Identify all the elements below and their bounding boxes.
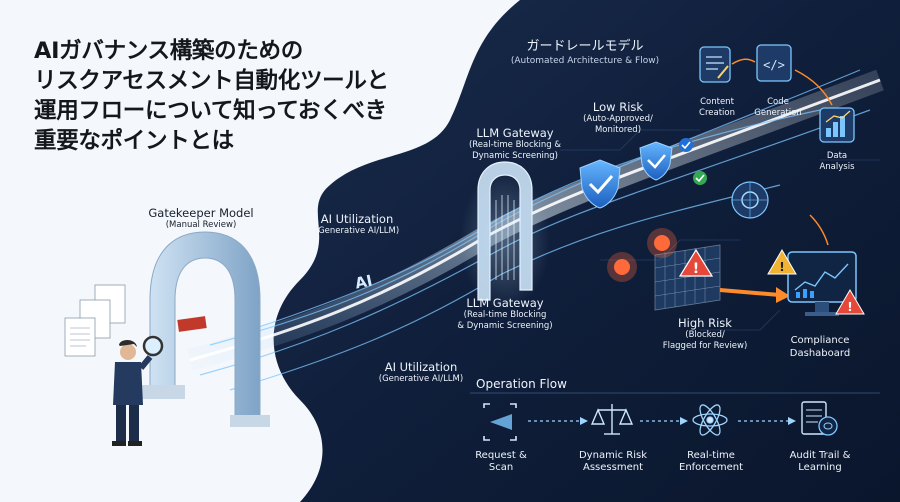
operation-flow-title: Operation Flow (476, 377, 567, 391)
llm-gateway-top-sub1: (Real-time Blocking & (468, 140, 562, 150)
high-risk-label: High Risk (Blocked/ Flagged for Review) (650, 316, 760, 352)
title-line-3: 運用フローについて知っておくべき (34, 98, 387, 124)
low-risk-title: Low Risk (592, 100, 644, 114)
compliance-line2: Dashaboard (789, 348, 851, 359)
code-generation-line2: Generation (754, 108, 802, 118)
llm-gateway-bottom-sub2: & Dynamic Screening) (457, 321, 553, 331)
high-risk-sub1: (Blocked/ (685, 330, 725, 340)
low-risk-sub2: Monitored) (594, 125, 642, 135)
title-line-1: AIガバナンス構築のための (34, 38, 303, 64)
gatekeeper-label: Gatekeeper Model (Manual Review) (126, 206, 276, 231)
high-risk-zone: ! (607, 228, 790, 311)
flow-step-3-line1: Real-time (687, 450, 735, 461)
content-creation-line1: Content (700, 97, 734, 107)
flow-step-request-scan: Request & Scan (466, 450, 536, 474)
guardrail-heading: ガードレールモデル (Automated Architecture & Flow… (500, 38, 670, 67)
ai-utilization-bottom-title: AI Utilization (384, 360, 458, 374)
code-generation-line1: Code (767, 97, 789, 107)
ai-utilization-bottom-subtitle: (Generative AI/LLM) (378, 374, 464, 384)
ai-stream-label: AI (353, 271, 374, 293)
low-risk-label: Low Risk (Auto-Approved/ Monitored) (566, 100, 670, 136)
flow-step-risk-assessment: Dynamic Risk Assessment (570, 450, 656, 474)
guardrail-title: ガードレールモデル (526, 39, 644, 54)
content-creation-label: Content Creation (687, 97, 747, 119)
content-creation-line2: Creation (699, 108, 735, 118)
flow-step-1-line2: Scan (488, 462, 514, 473)
llm-gateway-bottom-label: LLM Gateway (Real-time Blocking & Dynami… (440, 296, 570, 332)
page-title: AIガバナンス構築のための リスクアセスメント自動化ツールと 運用フローについて… (34, 36, 454, 156)
content-creation-card (699, 46, 731, 83)
flow-step-4-line2: Learning (798, 462, 842, 473)
data-analysis-line1: Data (826, 151, 848, 161)
low-risk-shields (579, 138, 707, 209)
flow-step-1-line1: Request & (475, 450, 527, 461)
flow-step-2-line1: Dynamic Risk (578, 450, 647, 461)
code-generation-card: </> (756, 44, 792, 82)
compliance-label: Compliance Dashaboard (780, 334, 860, 360)
llm-gateway-top-title: LLM Gateway (476, 126, 554, 140)
ai-utilization-top-title: AI Utilization (320, 212, 394, 226)
data-analysis-label: Data Analysis (812, 151, 862, 173)
compliance-monitor: ! ! (767, 249, 865, 316)
svg-text:</>: </> (763, 58, 785, 72)
title-line-2: リスクアセスメント自動化ツールと (34, 68, 389, 94)
ai-utilization-top-label: AI Utilization (Generative AI/LLM) (302, 212, 412, 237)
ai-utilization-top-subtitle: (Generative AI/LLM) (314, 226, 400, 236)
llm-gateway-top-label: LLM Gateway (Real-time Blocking & Dynami… (455, 126, 575, 162)
flow-step-3-line2: Enforcement (679, 462, 743, 473)
operation-flow-icons (470, 392, 880, 441)
svg-text:!: ! (779, 260, 784, 274)
flow-step-2-line2: Assessment (583, 462, 643, 473)
low-risk-sub1: (Auto-Approved/ (583, 114, 653, 124)
title-line-4: 重要なポイントとは (34, 128, 234, 154)
high-risk-title: High Risk (678, 316, 732, 330)
data-analysis-line2: Analysis (819, 162, 855, 172)
paper-stack (64, 284, 126, 357)
reviewer-person (112, 335, 164, 446)
llm-gateway-top-sub2: Dynamic Screening) (472, 151, 558, 161)
processing-globe (731, 181, 769, 219)
gatekeeper-subtitle: (Manual Review) (165, 220, 237, 230)
flow-step-enforcement: Real-time Enforcement (668, 450, 754, 474)
llm-gateway-bottom-sub1: (Real-time Blocking (463, 310, 547, 320)
high-risk-sub2: Flagged for Review) (662, 341, 748, 351)
data-analysis-card (819, 107, 855, 143)
flow-step-4-line1: Audit Trail & (789, 450, 851, 461)
gatekeeper-title: Gatekeeper Model (148, 206, 254, 220)
llm-gateway-bottom-title: LLM Gateway (466, 296, 544, 310)
svg-text:!: ! (693, 261, 699, 277)
svg-text:!: ! (847, 300, 852, 314)
gatekeeper-arch (140, 231, 270, 427)
llm-gateway-arch (460, 161, 550, 310)
ai-utilization-bottom-label: AI Utilization (Generative AI/LLM) (366, 360, 476, 385)
code-generation-label: Code Generation (745, 97, 811, 119)
flow-step-audit-learning: Audit Trail & Learning (775, 450, 865, 474)
guardrail-subtitle: (Automated Architecture & Flow) (510, 56, 660, 66)
compliance-line1: Compliance (790, 335, 850, 346)
